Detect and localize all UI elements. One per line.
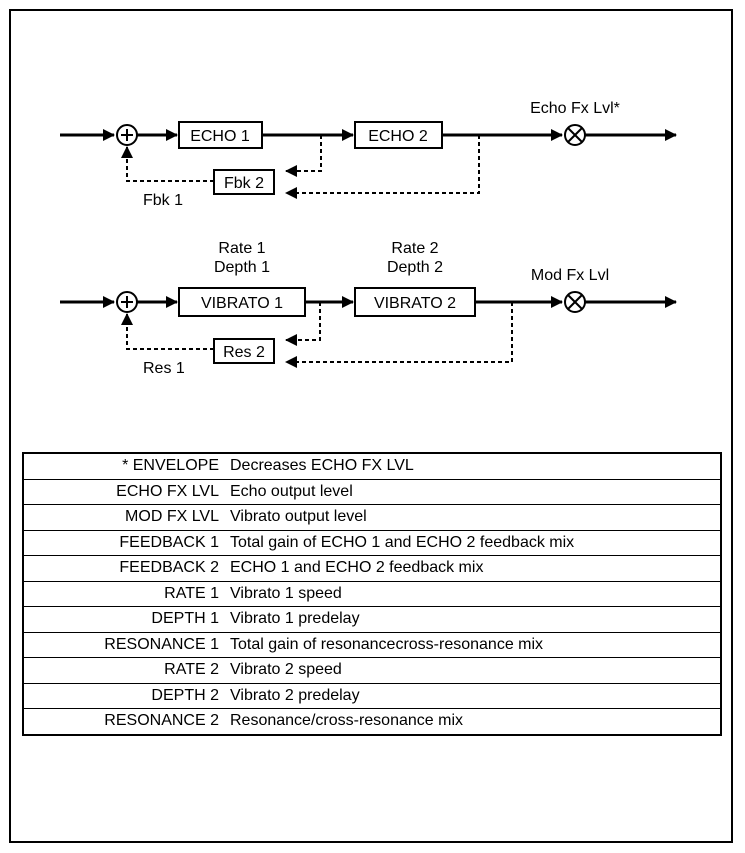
fbk1-return-path	[121, 146, 214, 182]
table-row: RATE 2 Vibrato 2 speed	[23, 657, 721, 683]
vibrato-sum-node	[116, 291, 138, 313]
table-row: RATE 1 Vibrato 1 speed	[23, 580, 721, 607]
res1-label: Res 1	[143, 360, 185, 377]
param-description: Vibrato 1 predelay	[230, 606, 721, 632]
depth1-label: Depth 1	[214, 259, 270, 276]
echo-fx-lvl-label: Echo Fx Lvl*	[530, 100, 620, 117]
param-description: Resonance/cross-resonance mix	[230, 708, 721, 735]
param-description: Vibrato output level	[230, 504, 721, 530]
echo1-box	[178, 121, 263, 149]
param-name: RATE 2	[23, 657, 230, 683]
echo2-feedback-tap	[285, 135, 480, 199]
fbk2-box	[213, 169, 275, 195]
rate2-label: Rate 2	[391, 240, 438, 257]
vibrato2-resonance-tap	[285, 302, 513, 368]
param-name: FEEDBACK 1	[23, 529, 230, 556]
vibrato2-label: VIBRATO 2	[374, 295, 456, 312]
param-name: DEPTH 2	[23, 682, 230, 709]
fbk1-label: Fbk 1	[143, 192, 183, 209]
param-name: DEPTH 1	[23, 606, 230, 632]
fbk2-label: Fbk 2	[224, 175, 264, 192]
echo-sum-node	[116, 124, 138, 146]
param-name: FEEDBACK 2	[23, 555, 230, 581]
param-description: ECHO 1 and ECHO 2 feedback mix	[230, 555, 721, 581]
table-row: MOD FX LVL Vibrato output level	[23, 504, 721, 530]
table-row: RESONANCE 1 Total gain of resonancecross…	[23, 631, 721, 658]
mod-fx-lvl-label: Mod Fx Lvl	[531, 267, 609, 284]
param-name: RATE 1	[23, 580, 230, 607]
depth2-label: Depth 2	[387, 259, 443, 276]
param-description: Decreases ECHO FX LVL	[230, 457, 414, 475]
vibrato1-resonance-tap	[285, 302, 321, 346]
table-row: ECHO FX LVL Echo output level	[23, 478, 721, 505]
param-name: ECHO FX LVL	[23, 478, 230, 505]
table-row: DEPTH 1 Vibrato 1 predelay	[23, 606, 721, 632]
table-row: FEEDBACK 1 Total gain of ECHO 1 and ECHO…	[23, 529, 721, 556]
echo-level-multiplier-node	[564, 124, 586, 146]
rate1-label: Rate 1	[218, 240, 265, 257]
param-description: Echo output level	[230, 478, 721, 505]
mod-level-multiplier-node	[564, 291, 586, 313]
param-description: Vibrato 2 predelay	[230, 682, 721, 709]
param-description: Vibrato 1 speed	[230, 580, 721, 607]
vibrato1-box	[178, 287, 306, 317]
param-name: * ENVELOPE	[122, 457, 219, 475]
param-name: RESONANCE 2	[23, 708, 230, 735]
signal-flow-diagram: ECHO 1 ECHO 2 Echo Fx Lvl* Fbk 2 Fbk 1 R…	[60, 100, 677, 377]
table-row: DEPTH 2 Vibrato 2 predelay	[23, 682, 721, 709]
param-description: Total gain of resonancecross-resonance m…	[230, 631, 721, 658]
echo-path: ECHO 1 ECHO 2 Echo Fx Lvl* Fbk 2 Fbk 1	[60, 100, 677, 209]
table-row: RESONANCE 2 Resonance/cross-resonance mi…	[23, 708, 721, 735]
echo2-box	[354, 121, 443, 149]
echo1-feedback-tap	[285, 135, 322, 177]
param-name: RESONANCE 1	[23, 631, 230, 658]
param-description: Vibrato 2 speed	[230, 657, 721, 683]
page-frame	[9, 9, 733, 843]
echo1-label: ECHO 1	[190, 128, 250, 145]
vibrato2-box	[354, 287, 476, 317]
parameter-table: * ENVELOPE Decreases ECHO FX LVL ECHO FX…	[22, 452, 722, 736]
vibrato1-label: VIBRATO 1	[201, 295, 283, 312]
param-description: Total gain of ECHO 1 and ECHO 2 feedback…	[230, 529, 721, 556]
vibrato-path: Rate 1 Depth 1 Rate 2 Depth 2 VIBRATO 1 …	[60, 240, 677, 377]
table-row: FEEDBACK 2 ECHO 1 and ECHO 2 feedback mi…	[23, 555, 721, 581]
res2-box	[213, 338, 275, 364]
res1-return-path	[121, 313, 214, 350]
param-name: MOD FX LVL	[23, 504, 230, 530]
echo2-label: ECHO 2	[368, 128, 428, 145]
res2-label: Res 2	[223, 344, 265, 361]
table-row: * ENVELOPE Decreases ECHO FX LVL	[23, 453, 721, 479]
